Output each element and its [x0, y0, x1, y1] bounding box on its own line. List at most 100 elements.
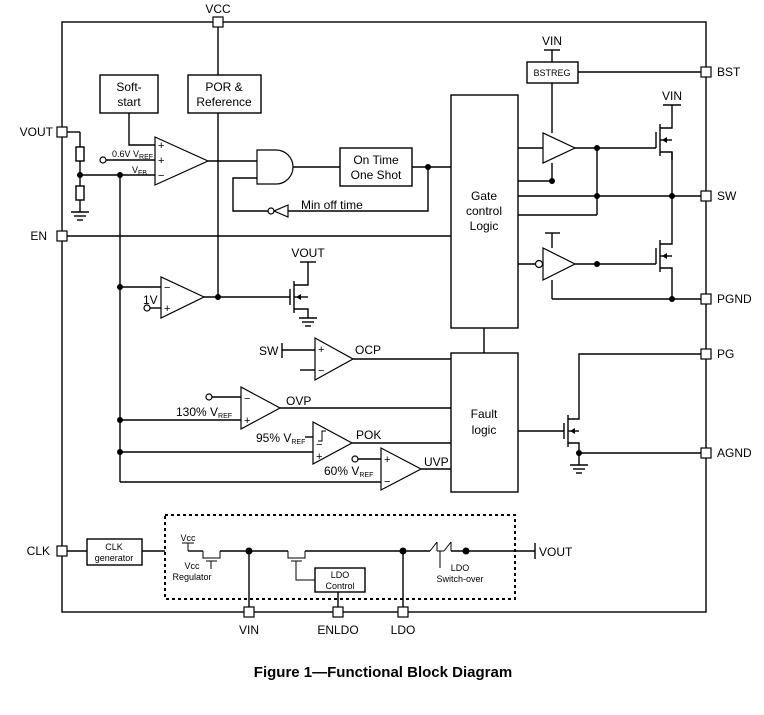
- ground-symbol-divider: [71, 211, 89, 221]
- pin-en: EN: [30, 229, 68, 243]
- high-side-mosfet: [655, 105, 673, 160]
- pin-label-sw: SW: [717, 189, 737, 203]
- svg-text:−: −: [164, 282, 170, 294]
- ground-symbol-discharge: [299, 317, 317, 327]
- pin-label-en: EN: [30, 229, 47, 243]
- pin-vcc: VCC: [205, 2, 231, 28]
- pin-label-enldo: ENLDO: [317, 623, 358, 637]
- pin-bst: BST: [700, 65, 741, 79]
- discharge-mosfet: [289, 262, 309, 318]
- fault-line2: logic: [472, 423, 497, 437]
- ldo-pass-fet: [287, 551, 306, 568]
- pin-label-vout: VOUT: [20, 125, 54, 139]
- resistor-top: [75, 146, 85, 162]
- min-off-time-buffer: [272, 204, 289, 218]
- pin-label-ldo: LDO: [391, 623, 416, 637]
- svg-text:−: −: [384, 476, 390, 488]
- svg-text:+: +: [158, 140, 164, 152]
- fault-line1: Fault: [471, 407, 498, 421]
- clk-line1: CLK: [105, 542, 123, 552]
- por-line2: Reference: [196, 95, 252, 109]
- pin-label-agnd: AGND: [717, 446, 752, 460]
- bstreg-label: BSTREG: [533, 68, 570, 78]
- ontime-line2: One Shot: [351, 168, 402, 182]
- clk-generator-block: CLK generator: [86, 538, 143, 566]
- svg-text:+: +: [384, 454, 390, 466]
- vin-hs-label: VIN: [662, 89, 682, 103]
- pok-label: POK: [356, 428, 381, 442]
- por-reference-block: POR & Reference: [187, 74, 262, 114]
- figure-caption: Figure 1—Functional Block Diagram: [254, 664, 512, 681]
- gate-line3: Logic: [470, 219, 499, 233]
- uvp-comparator: + −: [380, 447, 423, 491]
- pin-label-pgnd: PGND: [717, 292, 752, 306]
- low-side-driver: [542, 247, 577, 281]
- chip-outline: [61, 21, 707, 613]
- gate-line2: control: [466, 204, 502, 218]
- vcc-regulator-fet: [202, 551, 221, 569]
- pin-label-vin-bottom: VIN: [239, 623, 259, 637]
- vin-top-label: VIN: [542, 34, 562, 48]
- pin-enldo: ENLDO: [317, 606, 359, 637]
- ocp-label: OCP: [355, 343, 381, 357]
- ldoctl-line1: LDO: [331, 570, 350, 580]
- ocp-comparator: + −: [314, 336, 355, 382]
- svg-text:−: −: [318, 365, 324, 377]
- pin-label-bst: BST: [717, 65, 741, 79]
- low-side-mosfet: [655, 196, 673, 299]
- pin-sw: SW: [700, 189, 737, 203]
- svg-text:−: −: [244, 393, 250, 405]
- softstart-block: Soft- start: [99, 74, 159, 114]
- pin-vout: VOUT: [20, 125, 68, 139]
- vcc-small-label: Vcc: [180, 533, 196, 543]
- vfb-label: VFB: [132, 165, 147, 177]
- pg-mosfet: [563, 353, 701, 453]
- vout-discharge-comparator: − +: [160, 276, 206, 319]
- gate-line1: Gate: [471, 189, 497, 203]
- vccreg-line2: Regulator: [172, 572, 211, 582]
- pin-pg: PG: [700, 347, 734, 361]
- vout-fet-label: VOUT: [291, 246, 325, 260]
- por-line1: POR &: [205, 80, 242, 94]
- gate-control-logic-block: Gate control Logic: [450, 94, 519, 329]
- svg-text:+: +: [244, 415, 250, 427]
- uvp-ref-label: 60% VREF: [324, 464, 373, 479]
- pin-label-pg: PG: [717, 347, 734, 361]
- ref06-label: 0.6V VREF: [112, 149, 153, 161]
- fault-logic-block: Fault logic: [450, 352, 519, 493]
- bstreg-block: BSTREG: [526, 61, 579, 84]
- pin-label-clk: CLK: [27, 544, 50, 558]
- ovp-comparator: − +: [240, 385, 282, 431]
- ldoctl-line2: Control: [325, 581, 354, 591]
- pin-clk: CLK: [27, 544, 68, 558]
- ldosw-line2: Switch-over: [436, 574, 483, 584]
- ldosw-line1: LDO: [451, 563, 470, 573]
- uvp-label: UVP: [424, 455, 449, 469]
- error-comparator: + + −: [154, 136, 210, 186]
- ovp-label: OVP: [286, 394, 311, 408]
- min-off-time-label: Min off time: [301, 198, 363, 212]
- v1-label: 1V: [143, 293, 158, 307]
- ldo-control-block: LDO Control: [314, 567, 366, 593]
- svg-text:−: −: [316, 439, 322, 451]
- pok-comparator: − +: [312, 420, 354, 466]
- high-side-driver: [542, 132, 577, 164]
- vout-ldo-label: VOUT: [539, 545, 573, 559]
- sw-input-label: SW: [259, 344, 279, 358]
- softstart-line1: Soft-: [116, 80, 141, 94]
- resistor-bottom: [75, 185, 85, 201]
- pok-ref-label: 95% VREF: [256, 431, 305, 446]
- svg-text:+: +: [164, 303, 170, 315]
- ovp-ref-label: 130% VREF: [176, 405, 232, 420]
- svg-text:+: +: [158, 155, 164, 167]
- svg-text:−: −: [158, 170, 164, 182]
- pin-label-vcc: VCC: [205, 2, 231, 16]
- ontime-oneshot-block: On Time One Shot: [339, 147, 413, 187]
- softstart-line2: start: [117, 95, 141, 109]
- svg-text:+: +: [318, 344, 324, 356]
- vccreg-line1: Vcc: [184, 561, 200, 571]
- svg-text:+: +: [316, 451, 322, 463]
- pin-agnd: AGND: [700, 446, 752, 460]
- ldo-dotted-boundary: [164, 514, 516, 600]
